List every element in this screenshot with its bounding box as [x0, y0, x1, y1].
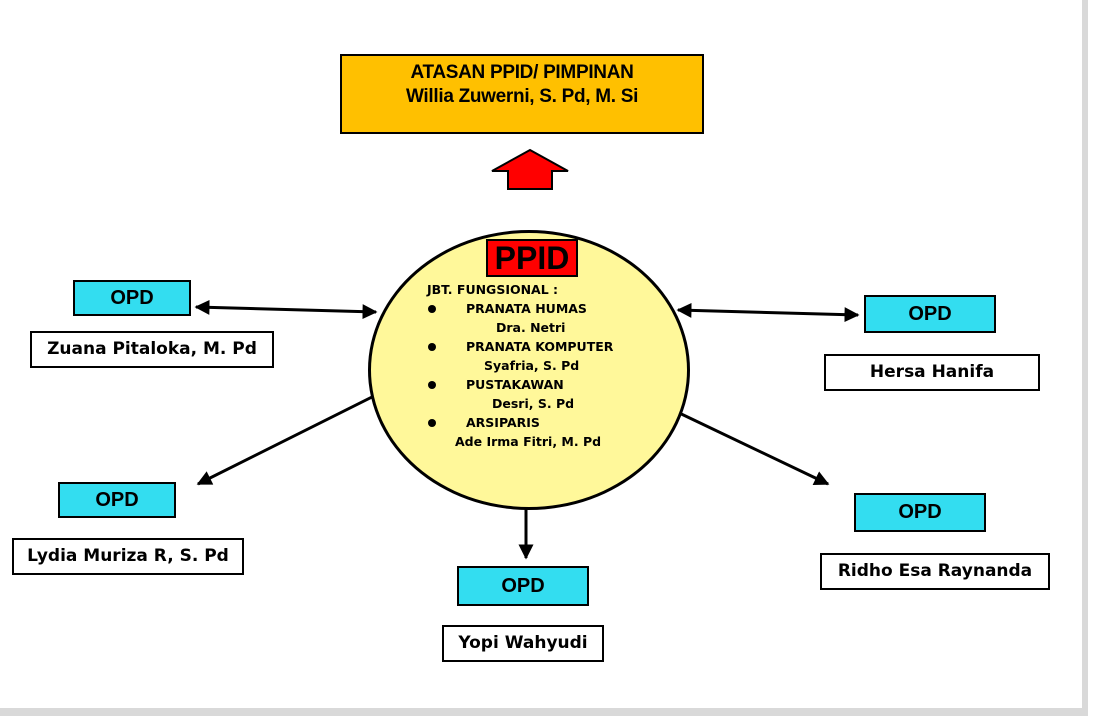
role-label: PRANATA KOMPUTER — [466, 339, 614, 354]
opd-person-box: Yopi Wahyudi — [442, 625, 604, 662]
role-label: PUSTAKAWAN — [466, 377, 564, 392]
bullet-icon — [428, 419, 436, 427]
role-person: Ade Irma Fitri, M. Pd — [455, 434, 602, 449]
opd-person-box: Ridho Esa Raynanda — [820, 553, 1050, 590]
opd-box: OPD — [58, 482, 176, 518]
head-person: Willia Zuwerni, S. Pd, M. Si — [405, 86, 639, 107]
bullet-icon — [428, 343, 436, 351]
role-person: Desri, S. Pd — [492, 396, 575, 411]
head-title: ATASAN PPID/ PIMPINAN — [410, 62, 634, 83]
role-person: Syafria, S. Pd — [484, 358, 580, 373]
connector-left-top — [194, 299, 378, 320]
role-label: PRANATA HUMAS — [466, 301, 587, 316]
opd-box: OPD — [864, 295, 996, 333]
role-label: ARSIPARIS — [466, 415, 540, 430]
ppid-title: PPID — [486, 239, 578, 277]
head-box: ATASAN PPID/ PIMPINAN Willia Zuwerni, S.… — [340, 54, 704, 134]
up-arrow-icon — [491, 148, 569, 190]
opd-person-box: Lydia Muriza R, S. Pd — [12, 538, 244, 575]
opd-box: OPD — [457, 566, 589, 606]
opd-person-box: Zuana Pitaloka, M. Pd — [30, 331, 274, 368]
ppid-subtitle: JBT. FUNGSIONAL : — [427, 282, 559, 297]
connector-left-bottom — [196, 383, 398, 486]
bullet-icon — [428, 305, 436, 313]
opd-box: OPD — [73, 280, 191, 316]
opd-person-box: Hersa Hanifa — [824, 354, 1040, 391]
connector-right-top — [676, 302, 860, 323]
bullet-icon — [428, 381, 436, 389]
role-person: Dra. Netri — [496, 320, 566, 335]
opd-box: OPD — [854, 493, 986, 532]
